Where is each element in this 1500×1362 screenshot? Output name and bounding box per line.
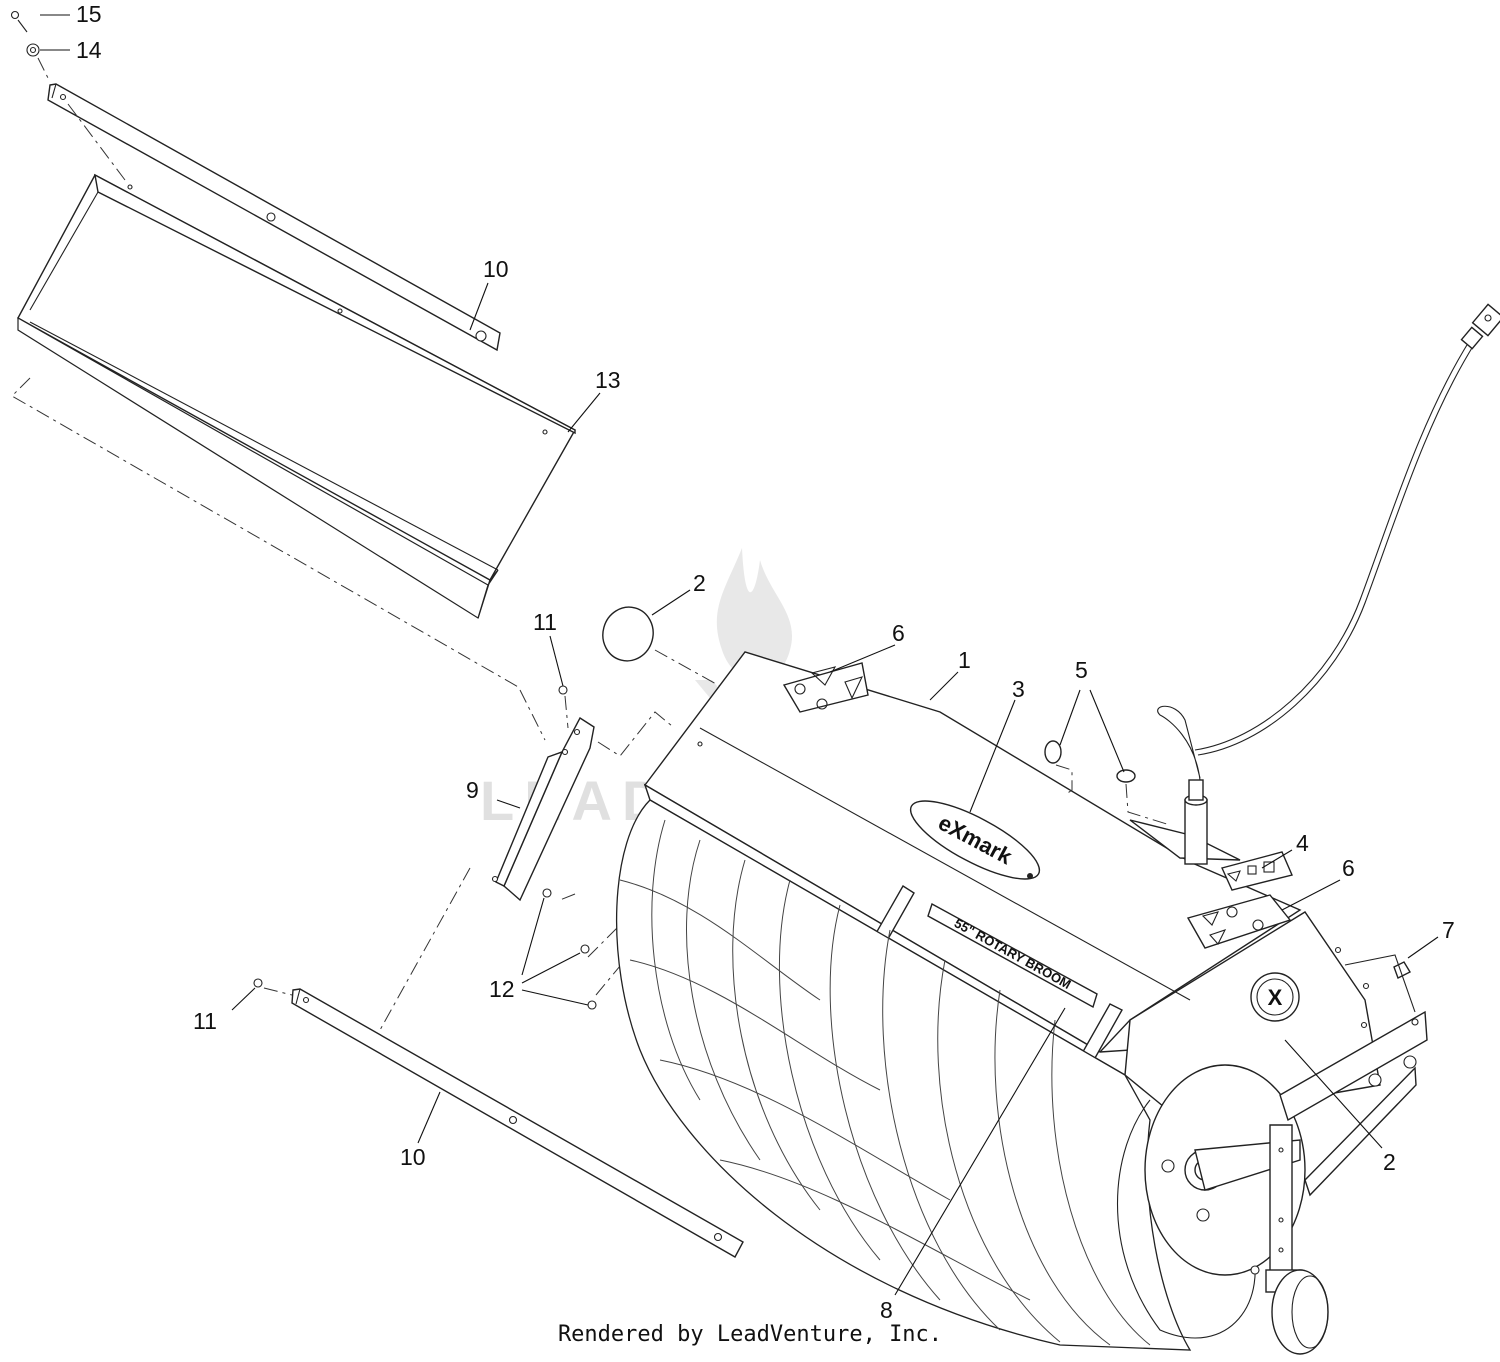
callout-11-lower: 11 — [193, 1008, 217, 1034]
warning-decal-4 — [1221, 851, 1293, 891]
callout-2-lower: 2 — [1383, 1149, 1396, 1175]
callout-12: 12 — [489, 976, 515, 1002]
callout-5: 5 — [1075, 657, 1088, 683]
hardware-bolt-7 — [1393, 961, 1411, 979]
side-logo-decal: X — [1250, 972, 1300, 1022]
callout-6-lower: 6 — [1342, 855, 1355, 881]
side-logo-letter: X — [1268, 985, 1283, 1010]
hardware-pin-15 — [10, 10, 28, 33]
callout-15: 15 — [76, 1, 102, 27]
callout-10-lower: 10 — [400, 1144, 426, 1170]
callout-8: 8 — [880, 1297, 893, 1323]
safety-decal-6-lower — [1186, 894, 1292, 949]
callout-leaders — [40, 14, 1439, 1296]
hardware-bolt-11-upper — [558, 685, 568, 695]
actuator-cylinder — [1129, 303, 1500, 865]
hardware-washer-14 — [26, 43, 40, 57]
callout-13: 13 — [595, 367, 621, 393]
callout-4: 4 — [1296, 830, 1309, 856]
callout-1: 1 — [958, 647, 971, 673]
callout-6-upper: 6 — [892, 620, 905, 646]
callout-3: 3 — [1012, 676, 1025, 702]
render-credit-footer: Rendered by LeadVenture, Inc. — [557, 1322, 943, 1347]
callout-7: 7 — [1442, 917, 1455, 943]
small-decals-5 — [1044, 740, 1136, 783]
callout-labels: 15 14 10 13 2 11 6 1 3 5 9 4 6 7 12 11 2… — [76, 1, 1455, 1323]
callout-2-upper: 2 — [693, 570, 706, 596]
callout-10-upper: 10 — [483, 256, 509, 282]
lower-strap-10 — [291, 988, 744, 1258]
safety-decal-6-top — [782, 662, 869, 713]
callout-11-upper: 11 — [533, 609, 557, 635]
assembly-line — [37, 57, 51, 83]
upper-strap-10 — [47, 83, 501, 352]
deflector-shield-13 — [17, 173, 576, 619]
callout-14: 14 — [76, 37, 102, 63]
mount-bracket-9 — [491, 716, 595, 902]
callout-9: 9 — [466, 777, 479, 803]
hardware-bolt-11-lower — [253, 978, 263, 988]
decal-oval-2 — [602, 606, 654, 662]
rotary-brush-drum — [615, 799, 1256, 1351]
hardware-nuts-12 — [542, 888, 597, 1010]
side-drive-assembly — [1144, 1010, 1428, 1355]
